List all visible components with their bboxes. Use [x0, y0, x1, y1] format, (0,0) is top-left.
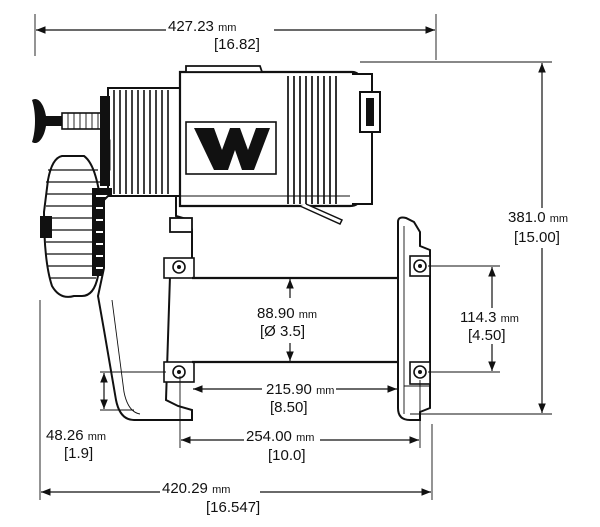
dimension-mount-spacing: 254.00 mm [10.0]: [244, 428, 320, 464]
dim-unit: mm: [316, 385, 334, 397]
dim-value: 254.00: [246, 428, 292, 445]
right-bracket: [397, 216, 431, 421]
dim-value: 215.90: [266, 381, 312, 398]
svg-text:420.29 mm: 420.29 mm: [162, 480, 230, 497]
dim-unit: mm: [501, 313, 519, 325]
svg-text:215.90 mm: 215.90 mm: [266, 381, 334, 398]
clutch-handle: [32, 98, 110, 144]
motor: [178, 65, 381, 225]
dimension-mount-height: 114.3 mm [4.50]: [456, 308, 528, 344]
dim-value: 420.29: [162, 480, 208, 497]
dim-inches: [16.82]: [214, 36, 260, 53]
svg-text:114.3 mm: 114.3 mm: [460, 309, 519, 326]
dimension-height: 381.0 mm [15.00]: [504, 208, 584, 248]
dim-inches: [Ø 3.5]: [260, 323, 305, 340]
dim-unit: mm: [550, 213, 568, 225]
dim-unit: mm: [296, 432, 314, 444]
dimension-base-offset: 48.26 mm [1.9]: [46, 427, 106, 462]
dim-value: 88.90: [257, 305, 295, 322]
dim-unit: mm: [218, 22, 236, 34]
dimension-overall-bottom: 420.29 mm [16.547]: [160, 480, 260, 516]
svg-text:254.00 mm: 254.00 mm: [246, 428, 314, 445]
dim-value: 48.26: [46, 427, 84, 444]
svg-text:381.0 mm: 381.0 mm: [508, 209, 568, 226]
dim-unit: mm: [299, 309, 317, 321]
dim-inches: [10.0]: [268, 447, 306, 464]
dim-value: 427.23: [168, 18, 214, 35]
dim-inches: [16.547]: [206, 499, 260, 516]
svg-text:427.23 mm: 427.23 mm: [168, 18, 236, 35]
dim-value: 381.0: [508, 209, 546, 226]
dimension-overall-top: 427.23 mm [16.82]: [166, 18, 274, 53]
left-bracket: [96, 195, 195, 421]
winch-drawing: [32, 65, 431, 421]
dimension-drum-length: 215.90 mm [8.50]: [266, 381, 334, 416]
dim-unit: mm: [88, 431, 106, 443]
svg-text:88.90 mm: 88.90 mm: [257, 305, 317, 322]
dimension-lines: [34, 14, 552, 500]
dim-inches: [1.9]: [64, 445, 93, 462]
dim-inches: [15.00]: [514, 229, 560, 246]
gear-housing: [100, 87, 181, 197]
dim-inches: [4.50]: [468, 327, 506, 344]
dim-inches: [8.50]: [270, 399, 308, 416]
drum: [192, 276, 398, 364]
dimension-drum-diameter: 88.90 mm [Ø 3.5]: [257, 305, 317, 340]
dim-unit: mm: [212, 484, 230, 496]
dim-value: 114.3: [460, 309, 496, 326]
w-logo-icon: [194, 128, 270, 170]
svg-text:48.26 mm: 48.26 mm: [46, 427, 106, 444]
